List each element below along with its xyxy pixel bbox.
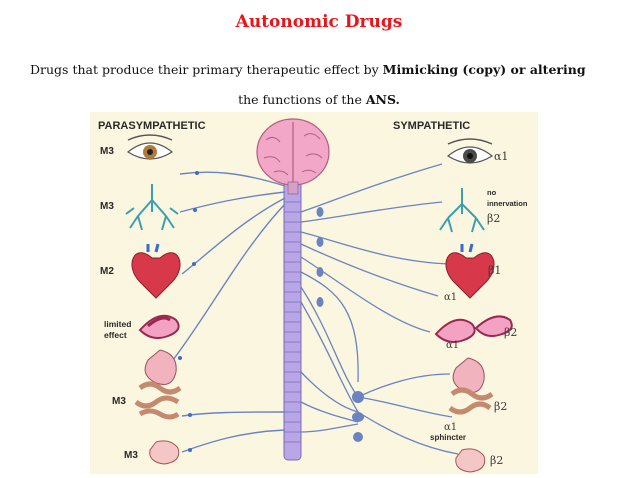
- right-vessel-beta: β2: [504, 326, 517, 339]
- left-gut-label: M3: [112, 396, 126, 407]
- right-gut-icon: [448, 357, 494, 415]
- right-bladder-beta: β2: [490, 454, 503, 467]
- parasympathetic-ganglia: [178, 171, 199, 452]
- sympathetic-heading: SYMPATHETIC: [393, 120, 470, 132]
- right-lungs-beta: β2: [487, 212, 500, 225]
- parasympathetic-heading: PARASYMPATHETIC: [98, 120, 206, 132]
- left-vessel-label-line2: effect: [104, 330, 127, 340]
- intro-bold-2: ANS.: [365, 92, 400, 107]
- sympathetic-chain: [316, 207, 364, 442]
- intro-line-2: the functions of the ANS.: [0, 92, 638, 107]
- right-vessel-icon-2: [474, 315, 513, 337]
- right-lungs-label-line2: innervation: [487, 199, 528, 208]
- brain-icon: [256, 118, 330, 195]
- right-heart-label: β1: [488, 264, 501, 277]
- spinal-cord: [283, 179, 302, 461]
- right-eye-icon: [446, 138, 494, 164]
- left-lungs-label: M3: [100, 201, 114, 212]
- right-vessel-alpha-top: α1: [444, 292, 457, 303]
- left-eye-icon: [126, 134, 174, 160]
- ans-diagram: PARASYMPATHETIC SYMPATHETIC: [90, 112, 538, 474]
- right-lungs-label-line1: no: [487, 188, 497, 197]
- intro-line-1: Drugs that produce their primary therape…: [30, 62, 586, 77]
- right-eye-label: α1: [494, 150, 508, 163]
- left-eye-label: M3: [100, 146, 114, 157]
- left-heart-label: M2: [100, 266, 114, 277]
- page-title: Autonomic Drugs: [235, 12, 403, 32]
- left-vessel-label-line1: limited: [104, 319, 131, 329]
- right-vessel-icon-1: [434, 318, 476, 343]
- right-gut-alpha: α1: [444, 422, 457, 433]
- parasympathetic-nerves: [169, 171, 286, 453]
- right-heart-icon: [445, 243, 495, 299]
- left-gut-icon: [134, 349, 182, 420]
- sympathetic-nerves: [300, 163, 459, 455]
- left-lungs-icon: [125, 184, 179, 231]
- ans-diagram-svg: PARASYMPATHETIC SYMPATHETIC: [98, 118, 528, 473]
- left-vessel-icon: [138, 314, 180, 339]
- right-vessel-alpha-bottom: α1: [446, 340, 459, 351]
- right-bladder-icon: [455, 448, 486, 473]
- right-sphincter-label: sphincter: [430, 433, 466, 442]
- right-lungs-icon: [439, 188, 485, 233]
- left-bladder-label: M3: [124, 450, 138, 461]
- left-bladder-icon: [149, 440, 180, 465]
- right-gut-beta: β2: [494, 400, 507, 413]
- intro-text-1: Drugs that produce their primary therape…: [30, 62, 383, 77]
- intro-text-2: the functions of the: [238, 92, 366, 107]
- intro-bold-1: Mimicking (copy) or altering: [382, 62, 586, 77]
- left-heart-icon: [131, 243, 181, 299]
